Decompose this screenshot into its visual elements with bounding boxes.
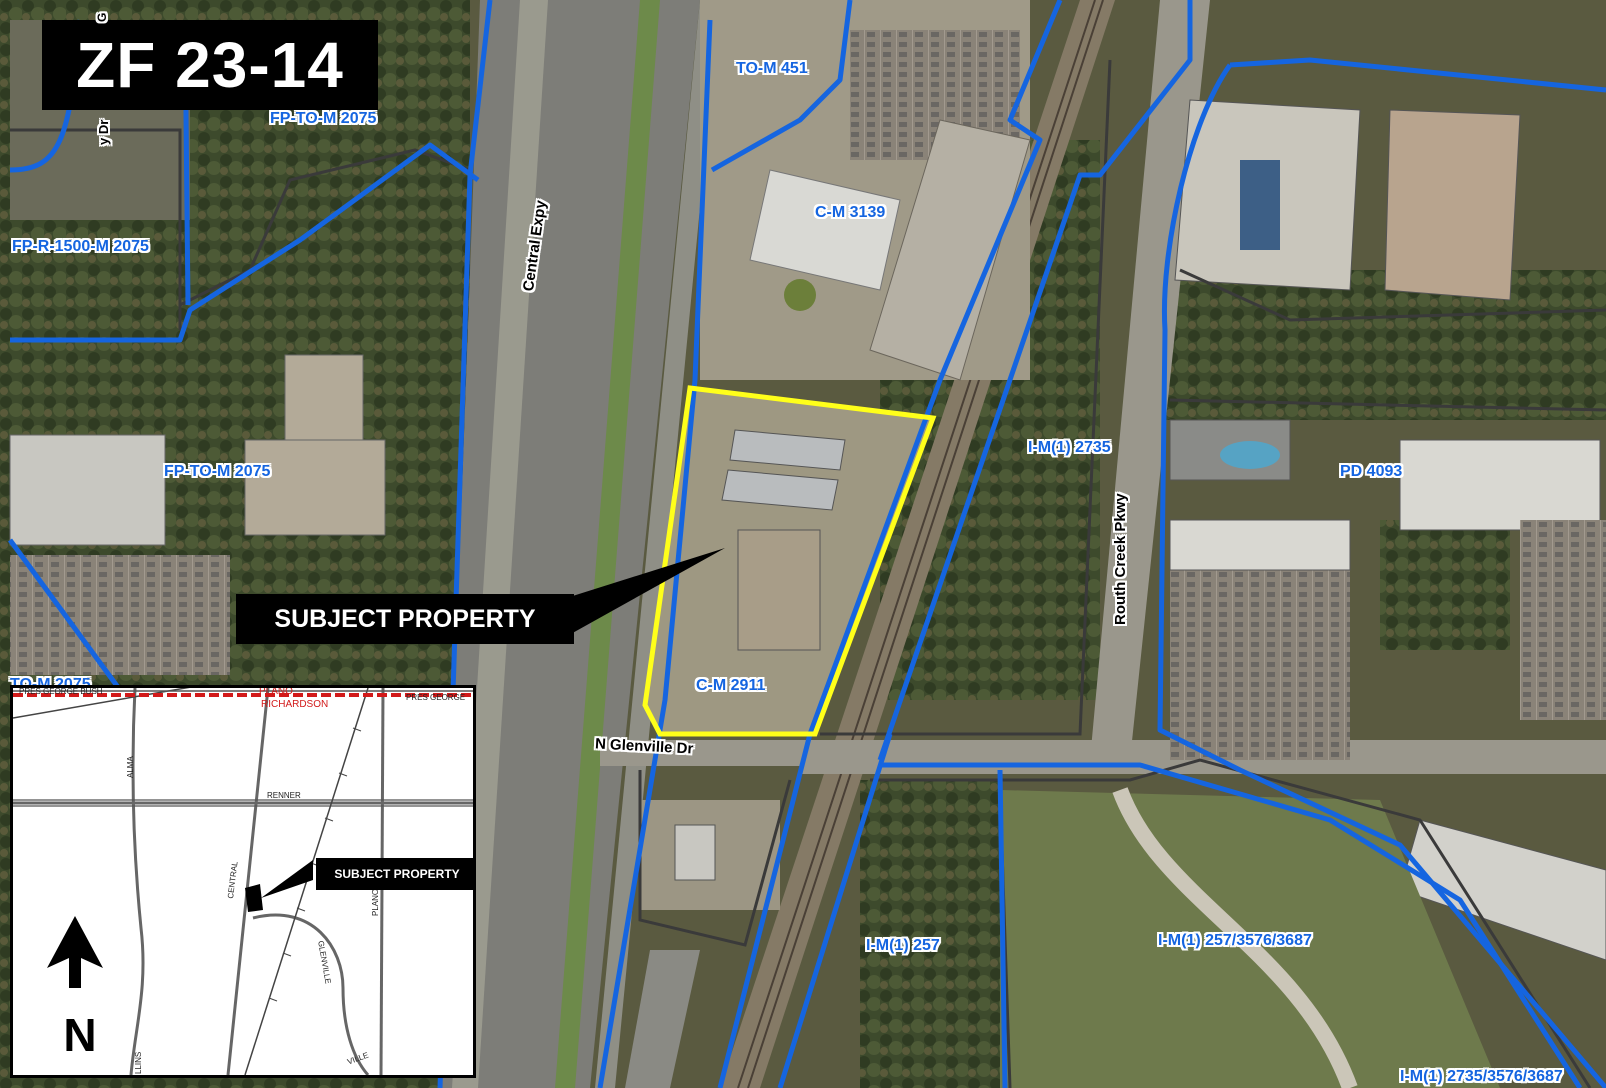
subject-property-outline — [642, 385, 937, 737]
subject-building-1 — [729, 429, 846, 471]
north-letter: N — [63, 1009, 97, 1061]
frontage-road — [595, 0, 720, 1088]
building-c-m-3139 — [749, 169, 901, 291]
road-label-partial-dr: y Dr — [96, 119, 111, 145]
woodland-pocket — [1380, 520, 1510, 650]
inset-callout-pointer — [261, 860, 313, 898]
zone-label-fp-r-1500-m-2075: FP-R-1500-M 2075 — [12, 238, 149, 255]
west-parking — [10, 555, 230, 675]
inset-label-plano: PLANO — [259, 686, 293, 697]
fountain — [784, 279, 816, 311]
freeway-median — [452, 0, 548, 1088]
glenville-drive-west — [600, 740, 820, 766]
rail-track — [737, 0, 1096, 1088]
inset-label-collins: LLINS — [134, 1051, 143, 1074]
park-path — [1112, 787, 1358, 1088]
apartment-4 — [1399, 439, 1601, 531]
apartment-2 — [1384, 109, 1521, 301]
road-label-routh-creek-pkwy: Routh Creek Pkwy — [1112, 493, 1129, 625]
vicinity-map-roads — [13, 688, 473, 1075]
woodland-south — [860, 780, 1000, 1088]
pool-2 — [1220, 441, 1280, 469]
zone-label-to-m-451: TO-M 451 — [736, 60, 808, 77]
woodland-east — [1150, 270, 1606, 420]
west-warehouse — [9, 434, 166, 546]
west-office-base — [244, 439, 386, 536]
inset-label-plano-road: PLANO — [371, 888, 380, 916]
inset-subject-marker — [245, 884, 263, 912]
north-arrow-icon — [47, 916, 103, 988]
parking-garage — [869, 119, 1031, 381]
subject-building-2 — [721, 469, 839, 511]
inset-label-pres-george-bush: PRES GEORGE BUSH — [19, 687, 103, 696]
inset-rail-1 — [13, 688, 190, 719]
south-building — [674, 824, 716, 881]
zone-label-i-m-2735: I-M(1) 2735 — [1028, 439, 1111, 456]
zone-label-c-m-3139: C-M 3139 — [815, 204, 886, 221]
zone-label-fp-to-m-2075-top: FP-TO-M 2075 — [270, 110, 377, 127]
inset-label-alma: ALMA — [126, 756, 135, 778]
inset-label-richardson: RICHARDSON — [261, 699, 329, 710]
pool-1 — [1240, 160, 1280, 250]
zone-label-fp-to-m-2075-mid: FP-TO-M 2075 — [164, 463, 271, 480]
zone-label-i-m-2735-3576-3687: I-M(1) 2735/3576/3687 — [1400, 1068, 1563, 1085]
inset-road-casing — [13, 799, 473, 807]
inset-label-pres-george: PRES GEORGE — [406, 693, 466, 702]
zone-label-i-m-257-3576-3687: I-M(1) 257/3576/3687 — [1158, 932, 1312, 949]
parcel-lines — [10, 59, 1606, 1088]
inset-subject-callout: SUBJECT PROPERTY — [316, 858, 473, 890]
zone-label-pd-4093: PD 4093 — [1340, 463, 1403, 480]
subject-property-callout: SUBJECT PROPERTY — [236, 594, 574, 644]
zone-label-i-m-257: I-M(1) 257 — [866, 937, 940, 954]
rail-track-2 — [747, 0, 1104, 1088]
freeway-shoulder-grass — [555, 0, 660, 1088]
road-label-partial-top: G — [95, 12, 109, 22]
inset-label-renner: RENNER — [267, 791, 301, 800]
apartment-3 — [1169, 519, 1351, 571]
zone-label-c-m-2911: C-M 2911 — [696, 677, 766, 694]
vicinity-map: PLANO RICHARDSON PRES GEORGE BUSH PRES G… — [10, 685, 476, 1078]
south-warehouse — [625, 950, 700, 1088]
callout-pointer — [560, 548, 725, 640]
inset-rail-ticks — [268, 727, 362, 1002]
east-parking-2 — [1520, 520, 1606, 720]
subject-main-building — [737, 529, 821, 651]
case-title: ZF 23-14 — [42, 20, 378, 110]
